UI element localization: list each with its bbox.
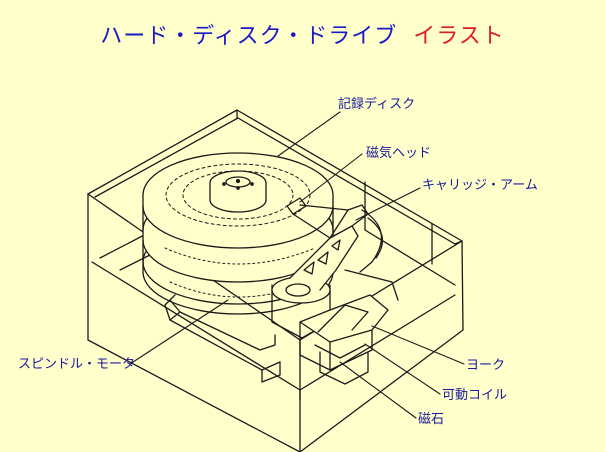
platter-stack — [142, 152, 334, 315]
label-spindle-motor: スピンドル・モータ — [18, 357, 136, 372]
page-title: ハード・ディスク・ドライブイラスト — [0, 18, 605, 50]
label-carriage-arm: キャリッジ・アーム — [422, 178, 538, 193]
label-yoke: ヨーク — [466, 358, 506, 373]
label-recording-disk: 記録ディスク — [338, 97, 416, 112]
spindle-motor — [164, 294, 281, 383]
title-accent: イラスト — [413, 24, 505, 49]
actuator — [271, 197, 399, 385]
title-main: ハード・ディスク・ドライブ — [100, 24, 398, 49]
leader-lines — [129, 111, 465, 419]
label-moving-coil: 可動コイル — [442, 388, 508, 403]
label-magnetic-head: 磁気ヘッド — [366, 146, 432, 161]
label-magnet: 磁石 — [418, 412, 445, 427]
